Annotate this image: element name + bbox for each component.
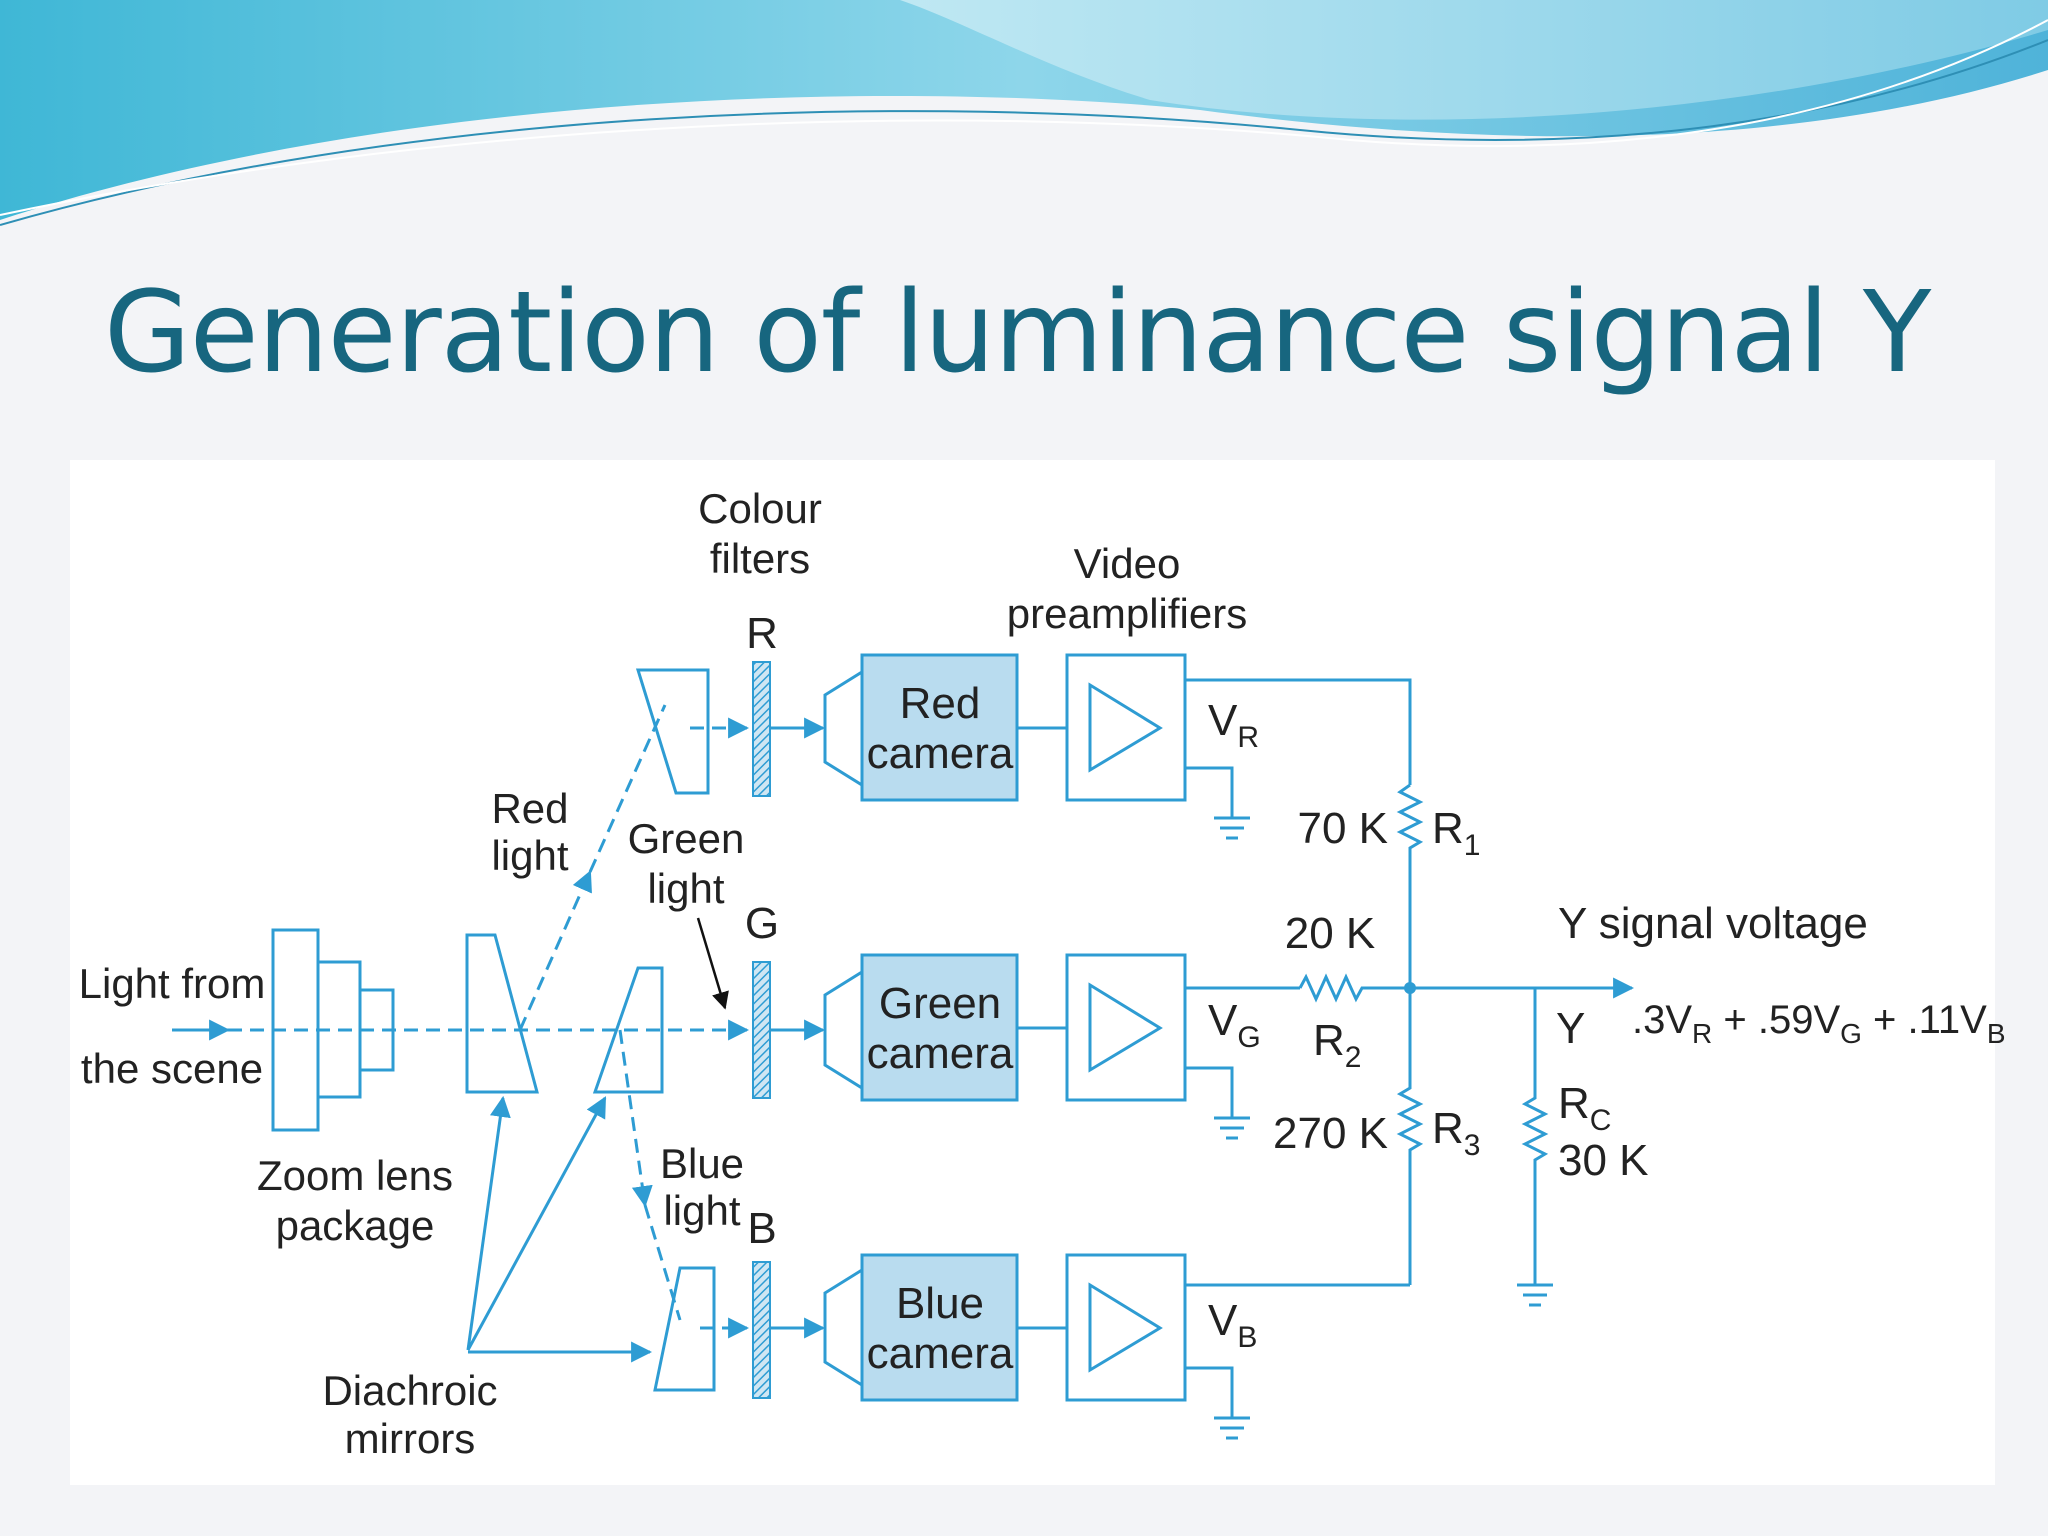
- vb-label: VB: [1208, 1296, 1257, 1354]
- r3-value-label: 270 K: [1273, 1109, 1388, 1158]
- mirror-pointer-1: [466, 1095, 511, 1351]
- blue-ground-icon: [1214, 1416, 1250, 1440]
- green-preamp: [1065, 953, 1187, 1102]
- y-signal-label: Y signal voltage: [1558, 899, 1868, 948]
- blue-camera-label: Blue: [896, 1279, 984, 1328]
- mirror-1: [465, 933, 539, 1094]
- vr-label: VR: [1208, 696, 1259, 754]
- mirrors-label-2: mirrors: [345, 1415, 476, 1462]
- r1-resistor-icon: [1396, 783, 1424, 988]
- red-light-path-upper: [588, 704, 667, 873]
- vg-label: VG: [1208, 996, 1261, 1054]
- green-light-pointer: [696, 917, 729, 1010]
- r2-name-label: R2: [1313, 1016, 1361, 1074]
- r3-name-label: R3: [1432, 1104, 1480, 1162]
- light-from-label-2: the scene: [81, 1045, 263, 1092]
- header-wave-decoration: [0, 0, 2048, 226]
- mirror-3: [653, 1266, 716, 1392]
- rc-name-label: RC: [1558, 1079, 1611, 1137]
- r1-name-label: R1: [1432, 804, 1480, 862]
- blue-light-label-2: light: [663, 1187, 740, 1234]
- red-ground-wire: [1185, 766, 1234, 818]
- blue-preamp: [1065, 1253, 1187, 1402]
- zoom-lens-label: Zoom lens: [257, 1152, 453, 1199]
- colour-filters-label-2: filters: [710, 535, 810, 582]
- mirror-2: [592, 966, 664, 1094]
- light-from-label: Light from: [79, 960, 266, 1007]
- blue-light-path-lower: [643, 1204, 682, 1321]
- r1-value-label: 70 K: [1297, 804, 1388, 853]
- red-ground-icon: [1214, 816, 1250, 840]
- r2-value-label: 20 K: [1285, 909, 1376, 958]
- red-light-path: [518, 870, 592, 1031]
- r2-resistor-icon: [1298, 973, 1410, 1003]
- green-light-label-2: light: [647, 865, 724, 912]
- mirror-pointer-2: [466, 1096, 607, 1351]
- blue-light-label: Blue: [660, 1140, 744, 1187]
- colour-filters-label: Colour: [698, 485, 822, 532]
- red-light-label: Red: [491, 785, 568, 832]
- diagram-panel: [70, 460, 1995, 1485]
- green-light-label: Green: [628, 815, 745, 862]
- rc-ground-icon: [1517, 1283, 1553, 1307]
- blue-light-path: [618, 1029, 653, 1208]
- video-preamp-label-2: preamplifiers: [1007, 590, 1247, 637]
- rc-value-label: 30 K: [1558, 1136, 1649, 1185]
- filter-r-label: R: [746, 609, 778, 658]
- green-ground-wire: [1185, 1066, 1234, 1118]
- red-preamp: [1065, 653, 1187, 802]
- rc-resistor-icon: [1521, 988, 1549, 1285]
- red-camera-label: Red: [900, 679, 981, 728]
- green-camera-label-2: camera: [867, 1029, 1014, 1078]
- y-node-label: Y: [1556, 1004, 1585, 1053]
- mirrors-label: Diachroic: [322, 1367, 497, 1414]
- slide-title: Generation of luminance signal Y: [104, 268, 1931, 398]
- luminance-equation: .3VR + .59VG + .11VB: [1632, 998, 2006, 1049]
- blue-ground-wire: [1185, 1366, 1234, 1418]
- filter-g: [752, 961, 771, 1099]
- mirror-top: [635, 668, 710, 795]
- vr-wire: [1185, 678, 1412, 785]
- filter-b-label: B: [747, 1204, 776, 1253]
- filter-b: [752, 1261, 771, 1399]
- red-camera-box: [860, 653, 1019, 802]
- zoom-lens-label-2: package: [276, 1202, 435, 1249]
- r3-resistor-icon: [1396, 988, 1424, 1285]
- green-camera-box: [860, 953, 1019, 1102]
- video-preamp-label: Video: [1074, 540, 1181, 587]
- red-camera-label-2: camera: [867, 729, 1014, 778]
- green-ground-icon: [1214, 1116, 1250, 1140]
- blue-camera-label-2: camera: [867, 1329, 1014, 1378]
- blue-camera-box: [860, 1253, 1019, 1402]
- filter-g-label: G: [745, 899, 779, 948]
- filter-r: [752, 661, 771, 797]
- green-camera-label: Green: [879, 979, 1001, 1028]
- red-light-label-2: light: [491, 832, 568, 879]
